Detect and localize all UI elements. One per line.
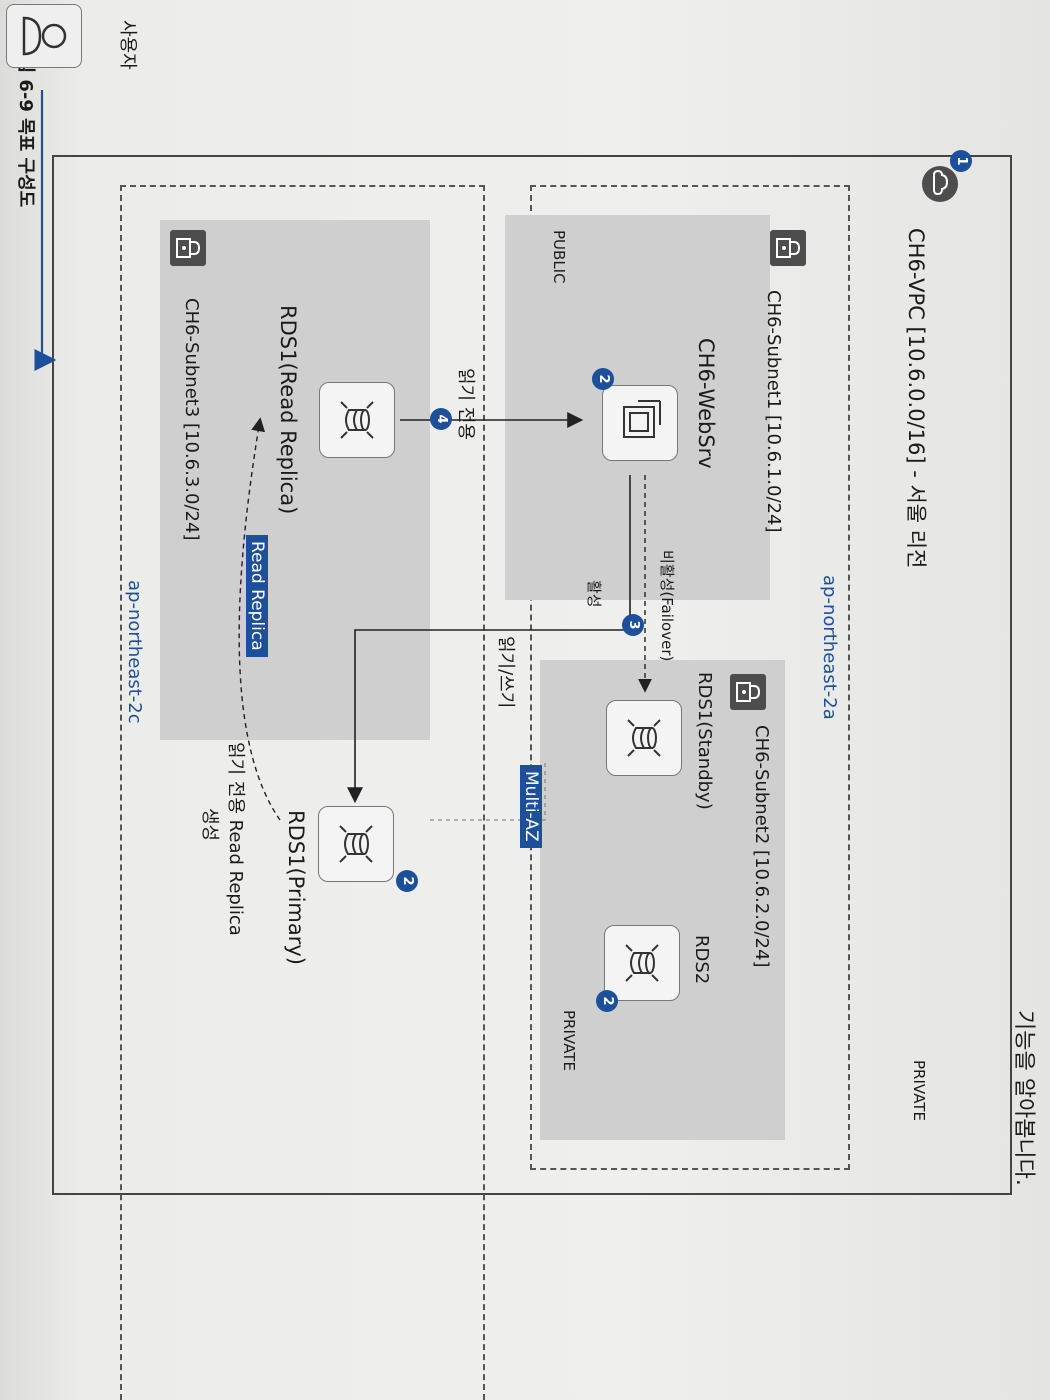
subnet2-lock-chip xyxy=(730,674,766,710)
database-icon xyxy=(340,400,375,439)
user-node xyxy=(6,4,82,68)
edge-label-failover: 비활성(Failover) xyxy=(658,550,676,662)
edge-badge-3: 3 xyxy=(622,614,644,636)
ec2-instance-icon xyxy=(623,399,662,438)
rds2-node xyxy=(604,925,680,1001)
edge-create-replica xyxy=(238,417,281,821)
user-icon xyxy=(22,16,67,56)
lock-icon xyxy=(776,238,801,258)
edge-label-readonly: 읽기 전용 xyxy=(455,368,476,440)
database-icon xyxy=(625,943,660,982)
rds-standby-label: RDS1(Standby) xyxy=(694,672,715,810)
websrv-node xyxy=(602,385,678,461)
database-icon xyxy=(627,718,662,757)
edge-label-create-2: 생성 xyxy=(199,808,220,842)
rds2-badge: 2 xyxy=(596,990,618,1012)
lock-icon xyxy=(736,682,761,702)
lock-icon xyxy=(176,238,201,258)
multi-az-tag: Multi-AZ xyxy=(520,765,542,848)
edge-label-readwrite: 읽기/쓰기 xyxy=(495,636,516,709)
edge-badge-4: 4 xyxy=(430,408,452,430)
rds-primary-node xyxy=(318,806,394,882)
websrv-badge: 2 xyxy=(592,368,614,390)
edge-label-active: 활성 xyxy=(585,580,603,608)
rds-read-replica-node xyxy=(319,382,395,458)
read-replica-tag: Read Replica xyxy=(246,535,268,657)
rds-primary-badge: 2 xyxy=(396,870,418,892)
edge-websrv-to-primary xyxy=(347,475,631,804)
edge-user-to-websrv xyxy=(34,90,57,371)
rds-standby-node xyxy=(606,700,682,776)
edge-label-create-1: 읽기 전용 Read Replica xyxy=(225,742,246,936)
database-icon xyxy=(339,824,374,863)
vpc-cloud-chip xyxy=(922,166,958,202)
edge-multi-az xyxy=(430,760,546,821)
rds-read-replica-label: RDS1(Read Replica) xyxy=(276,305,300,515)
cloud-icon xyxy=(933,169,949,196)
rds-primary-label: RDS1(Primary) xyxy=(284,810,308,965)
rds2-label: RDS2 xyxy=(691,935,712,985)
subnet1-lock-chip xyxy=(770,230,806,266)
websrv-label: CH6-WebSrv xyxy=(694,338,718,469)
subnet3-lock-chip xyxy=(170,230,206,266)
